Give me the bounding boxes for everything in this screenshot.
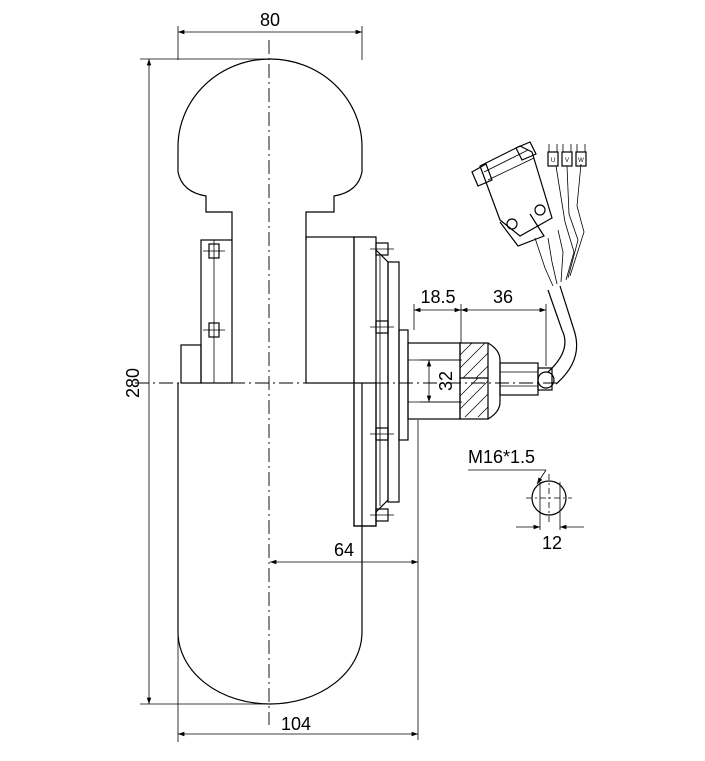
dim-wheel-width: 80 [177,10,363,60]
dim-label-32: 32 [436,371,456,391]
dim-label-80: 80 [260,10,280,30]
dim-label-36: 36 [493,287,513,307]
dim-label-64: 64 [334,540,354,560]
bolt-icon [203,322,225,338]
pin-label-v: V [565,158,569,164]
wheel-outline [177,58,363,705]
dim-shaft-top: 18.5 36 [413,287,547,366]
dim-shaft-diameter: 32 [420,359,462,403]
pin-label-u: U [551,158,555,164]
terminal-v: V [561,144,573,167]
terminal-u: U [547,144,559,167]
motor-cable [534,163,585,385]
hatch-pattern [459,342,489,418]
bolt-icon [370,427,394,441]
dim-axle-offset: 64 [270,420,419,740]
dim-label-18-5: 18.5 [420,287,455,307]
center-lines [135,40,560,725]
dim-label-12: 12 [542,533,562,553]
d-sub-connector [471,141,553,247]
thread-detail: M16*1.5 12 [468,447,584,553]
bolt-icon [203,243,225,259]
axle-shaft [459,342,555,420]
pin-terminals: U V W [547,144,587,167]
pin-label-w: W [578,158,584,164]
dim-label-280: 280 [123,368,143,398]
dim-total-height: 280 [123,58,270,705]
bolt-icon [370,242,394,256]
bolt-icon [370,320,394,334]
bolt-icon [370,508,394,522]
terminal-w: W [575,144,587,167]
dim-overall-width: 104 [177,635,418,742]
dim-label-thread: M16*1.5 [468,447,535,467]
dim-label-104: 104 [281,714,311,734]
